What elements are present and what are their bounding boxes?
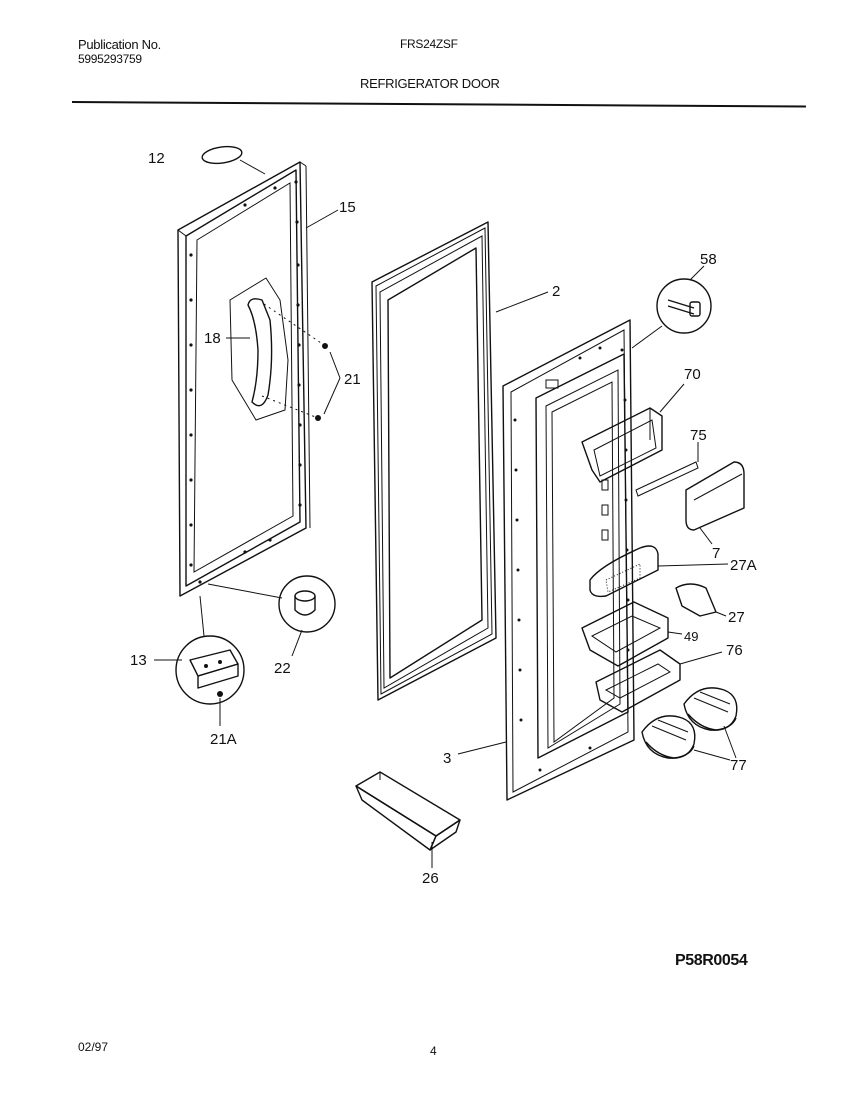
- part-21-screws: [315, 343, 341, 421]
- callout-22: 22: [274, 660, 291, 677]
- callout-70: 70: [684, 366, 701, 383]
- part-27-cover: [675, 583, 727, 617]
- callout-76: 76: [726, 642, 743, 659]
- part-7-small-bin: [685, 461, 745, 545]
- model-number: FRS24ZSF: [400, 37, 458, 51]
- page-number: 4: [430, 1044, 437, 1058]
- part-75-strip: [635, 442, 699, 497]
- part-77-egg-trays: [641, 687, 738, 761]
- publication-date: 02/97: [78, 1040, 109, 1054]
- part-13-hinge: [154, 595, 245, 705]
- callout-26: 26: [422, 870, 439, 887]
- part-18-handle: [226, 277, 325, 421]
- callout-2: 2: [552, 283, 560, 300]
- part-58-screw: [631, 265, 712, 349]
- callout-7: 7: [712, 545, 720, 562]
- publication-label: Publication No.: [78, 37, 161, 52]
- callout-21A: 21A: [210, 731, 237, 748]
- part-15-outer-door: [177, 161, 339, 597]
- callout-3: 3: [443, 750, 451, 767]
- part-12-badge: [201, 145, 266, 175]
- part-49-middle-bin: [581, 601, 683, 667]
- callout-49: 49: [684, 629, 698, 644]
- part-26-tray: [355, 771, 461, 868]
- part-27A-dairy-door: [589, 545, 729, 598]
- part-76-lower-bin: [595, 649, 723, 713]
- callout-77: 77: [730, 757, 747, 774]
- callout-18: 18: [204, 330, 221, 347]
- part-21A-screw: [217, 691, 223, 726]
- callout-15: 15: [339, 199, 356, 216]
- callout-27A: 27A: [730, 557, 757, 574]
- section-title: REFRIGERATOR DOOR: [360, 76, 500, 91]
- publication-number: 5995293759: [78, 52, 142, 66]
- figure-code: P58R0054: [675, 952, 748, 969]
- part-70-upper-bin: [581, 383, 685, 483]
- part-2-gasket: [371, 221, 549, 701]
- callout-13: 13: [130, 652, 147, 669]
- callout-58: 58: [700, 251, 717, 268]
- callout-75: 75: [690, 427, 707, 444]
- part-3-inner-liner: [457, 319, 635, 801]
- callout-27: 27: [728, 609, 745, 626]
- callout-21: 21: [344, 371, 361, 388]
- callout-12: 12: [148, 150, 165, 167]
- part-22-cap: [207, 575, 336, 657]
